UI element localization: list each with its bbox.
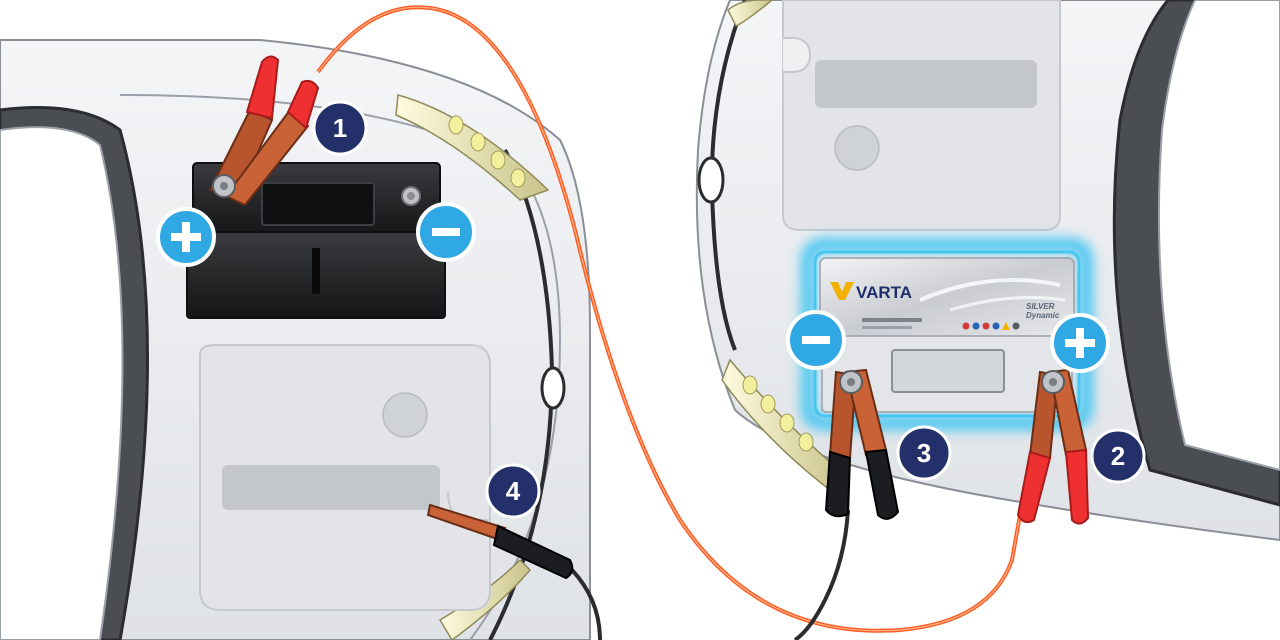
minus-icon bbox=[432, 228, 460, 236]
right-engine-slot bbox=[815, 60, 1037, 108]
discharged-negative-post bbox=[402, 187, 420, 205]
left-car-hood-latch bbox=[542, 368, 564, 408]
discharged-negative-badge bbox=[418, 204, 474, 260]
discharged-battery-handle bbox=[262, 183, 374, 225]
step-badge-4: 4 bbox=[487, 465, 539, 517]
left-engine-cap bbox=[383, 393, 427, 437]
discharged-positive-badge bbox=[158, 209, 214, 265]
spec-label-line-1 bbox=[862, 318, 922, 322]
step-number-2: 2 bbox=[1111, 441, 1125, 471]
donor-positive-badge bbox=[1052, 315, 1108, 371]
donor-negative-badge bbox=[788, 312, 844, 368]
right-car-windshield-glass bbox=[1159, 0, 1280, 470]
minus-icon bbox=[802, 336, 830, 344]
step-badge-2: 2 bbox=[1092, 430, 1144, 482]
varta-brand-label: VARTA bbox=[856, 283, 912, 302]
right-car-hood-latch bbox=[699, 158, 723, 202]
right-engine-cover bbox=[783, 0, 1060, 230]
spec-label-line-2 bbox=[862, 326, 912, 329]
left-engine-slot bbox=[222, 465, 440, 510]
series-label: SILVER bbox=[1026, 302, 1055, 311]
right-engine-cap bbox=[835, 126, 879, 170]
step-number-3: 3 bbox=[917, 438, 931, 468]
step-number-4: 4 bbox=[506, 476, 521, 506]
left-car-windshield-glass bbox=[0, 127, 123, 640]
step-badge-1: 1 bbox=[314, 102, 366, 154]
series-sublabel: Dynamic bbox=[1026, 311, 1060, 320]
donor-battery-handle bbox=[892, 350, 1004, 392]
step-badge-3: 3 bbox=[898, 427, 950, 479]
step-number-1: 1 bbox=[333, 113, 347, 143]
right-engine-notch bbox=[783, 38, 810, 72]
discharged-battery-slot bbox=[312, 248, 320, 294]
